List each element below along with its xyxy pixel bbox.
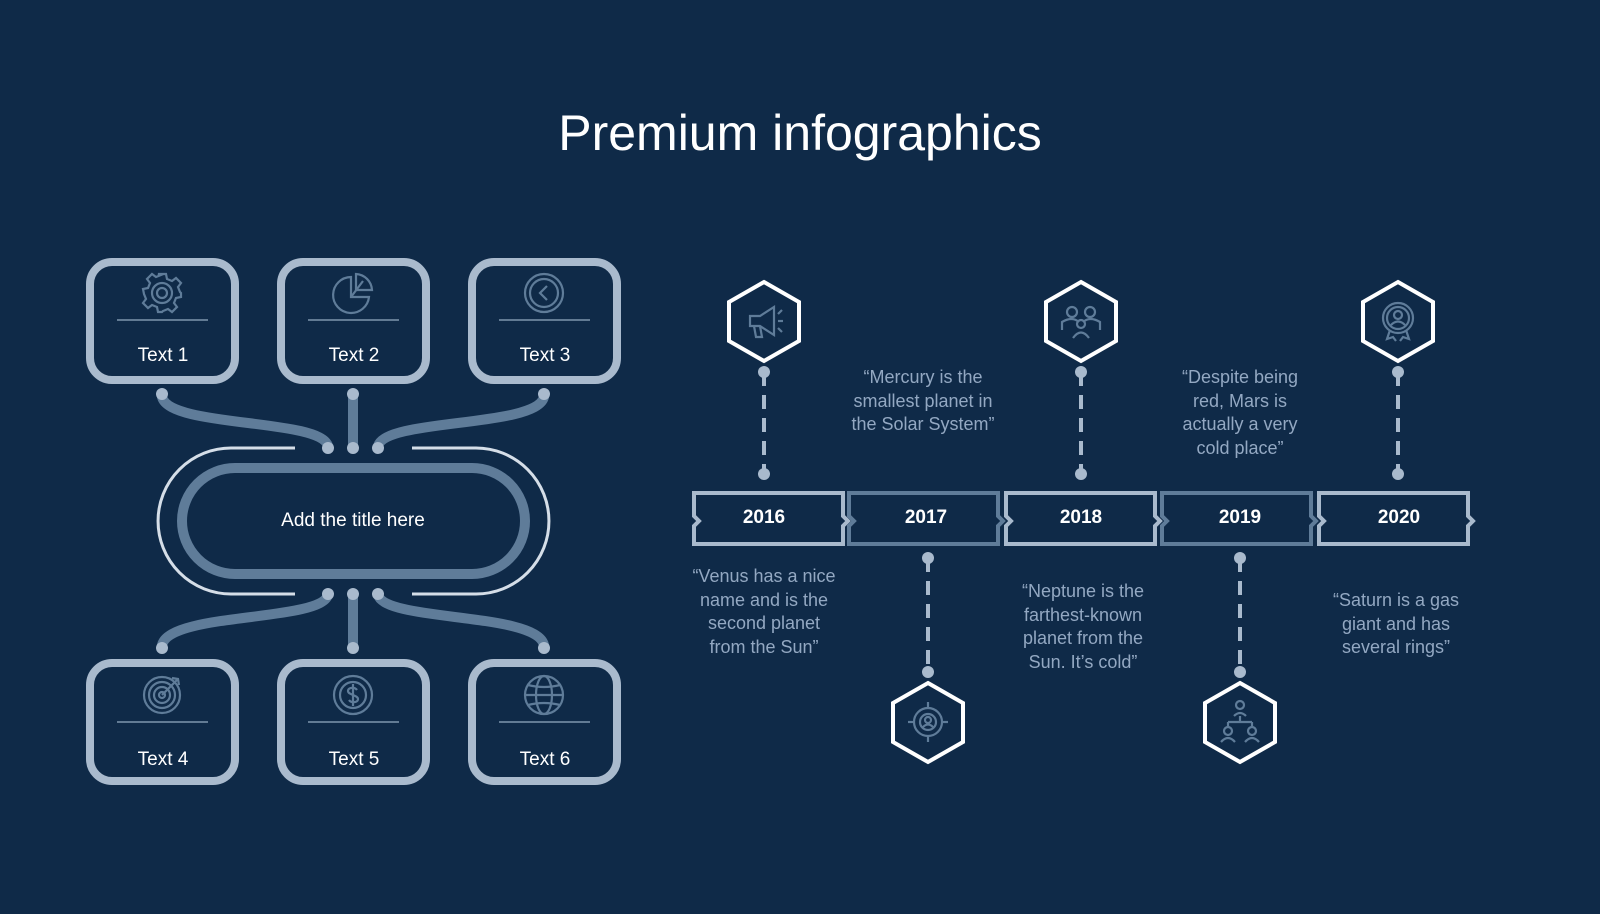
box-label-5: Text 5: [328, 749, 380, 770]
timeline-hexagons: [727, 279, 1435, 765]
center-pill: [156, 446, 551, 596]
box-2: [277, 258, 430, 384]
gear-icon: [141, 272, 183, 314]
box-dividers: [117, 319, 590, 723]
bottom-connectors: [157, 590, 549, 650]
timeline: [692, 279, 1476, 765]
top-connector-dots: [156, 388, 550, 454]
page-title: Premium infographics: [558, 105, 1042, 161]
mindmap-boxes: [86, 258, 621, 785]
box-4: [86, 659, 239, 785]
box-label-2: Text 2: [328, 345, 380, 366]
target-user-icon: [908, 702, 948, 742]
year-2016: 2016: [742, 507, 786, 528]
timeline-dots: [758, 366, 1404, 678]
year-2020: 2020: [1377, 507, 1421, 528]
quote-2019: “Despite being red, Mars is actually a v…: [1181, 367, 1299, 458]
quote-2018: “Neptune is the farthest-known planet fr…: [1021, 581, 1145, 672]
year-2019: 2019: [1218, 507, 1262, 528]
quote-2020: “Saturn is a gas giant and has several r…: [1332, 590, 1460, 657]
quote-2016: “Venus has a nice name and is the second…: [692, 566, 836, 657]
award-user-icon: [1381, 301, 1415, 342]
top-connectors: [157, 392, 549, 451]
box-label-6: Text 6: [519, 749, 571, 770]
clock-icon: [523, 272, 565, 314]
pie-chart-icon: [332, 272, 374, 315]
box-1: [86, 258, 239, 384]
bottom-connector-dots: [156, 588, 550, 654]
hierarchy-icon: [1220, 699, 1260, 743]
box-label-3: Text 3: [519, 345, 571, 366]
mindmap: [86, 258, 621, 785]
team-icon: [1060, 305, 1102, 339]
box-6: [468, 659, 621, 785]
megaphone-icon: [748, 304, 783, 339]
box-5: [277, 659, 430, 785]
box-label-1: Text 1: [137, 345, 189, 366]
year-boxes: [692, 491, 1476, 546]
globe-icon: [523, 674, 565, 716]
target-icon: [142, 675, 182, 715]
box-3: [468, 258, 621, 384]
box-label-4: Text 4: [137, 749, 189, 770]
timeline-connectors: [762, 372, 1400, 672]
dollar-coin-icon: [332, 674, 374, 716]
center-title: Add the title here: [281, 510, 425, 531]
quote-2017: “Mercury is the smallest planet in the S…: [851, 367, 995, 434]
year-2017: 2017: [904, 507, 948, 528]
year-2018: 2018: [1059, 507, 1103, 528]
